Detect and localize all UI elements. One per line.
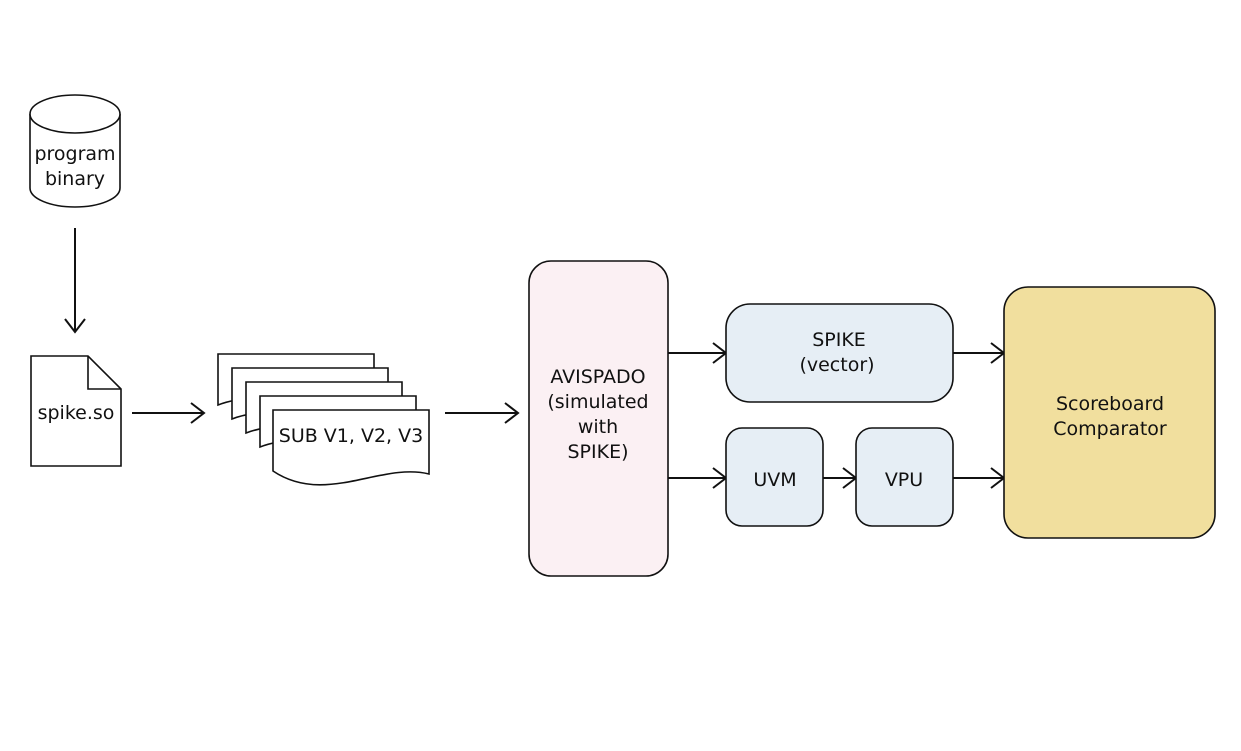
uvm-label: UVM xyxy=(753,469,796,491)
sub-documents-label: SUB V1, V2, V3 xyxy=(279,425,423,447)
program-binary-node: program binary xyxy=(29,94,121,208)
scoreboard-label-line1: Scoreboard xyxy=(1056,393,1164,415)
document-icon xyxy=(30,355,122,467)
spike-vector-label-line1: SPIKE xyxy=(812,329,866,351)
database-top xyxy=(29,94,121,134)
arrow-spike-so-to-sub xyxy=(132,402,206,424)
avispado-label-line3: with xyxy=(578,416,618,438)
arrow-avispado-to-uvm xyxy=(668,467,728,489)
arrow-avispado-to-spike-vector xyxy=(668,342,728,364)
spike-so-node: spike.so xyxy=(30,355,122,467)
arrow-uvm-to-vpu xyxy=(823,467,858,489)
uvm-node: UVM xyxy=(725,427,824,527)
avispado-node: AVISPADO (simulated with SPIKE) xyxy=(528,260,669,577)
spike-vector-node: SPIKE (vector) xyxy=(725,303,954,403)
avispado-label-line2: (simulated xyxy=(547,391,648,413)
vpu-node: VPU xyxy=(855,427,954,527)
program-binary-label-line1: program xyxy=(34,143,115,165)
spike-so-label: spike.so xyxy=(38,402,115,424)
avispado-label-line4: SPIKE) xyxy=(568,441,629,463)
avispado-label-line1: AVISPADO xyxy=(550,366,645,388)
scoreboard-label-line2: Comparator xyxy=(1053,418,1167,440)
avispado-box xyxy=(528,260,669,577)
database-icon xyxy=(29,114,121,208)
sub-documents-node: SUB V1, V2, V3 xyxy=(217,353,430,486)
scoreboard-node: Scoreboard Comparator xyxy=(1003,286,1216,539)
program-binary-label-line2: binary xyxy=(45,168,105,190)
spike-vector-box xyxy=(725,303,954,403)
spike-vector-label-line2: (vector) xyxy=(799,354,874,376)
arrow-vpu-to-scoreboard xyxy=(953,467,1006,489)
document-stack-page-front xyxy=(272,409,430,486)
arrow-spike-vector-to-scoreboard xyxy=(953,342,1006,364)
vpu-label: VPU xyxy=(885,469,923,491)
arrow-sub-to-avispado xyxy=(445,402,520,424)
arrow-binary-to-spike-so xyxy=(64,228,86,334)
scoreboard-box xyxy=(1003,286,1216,539)
